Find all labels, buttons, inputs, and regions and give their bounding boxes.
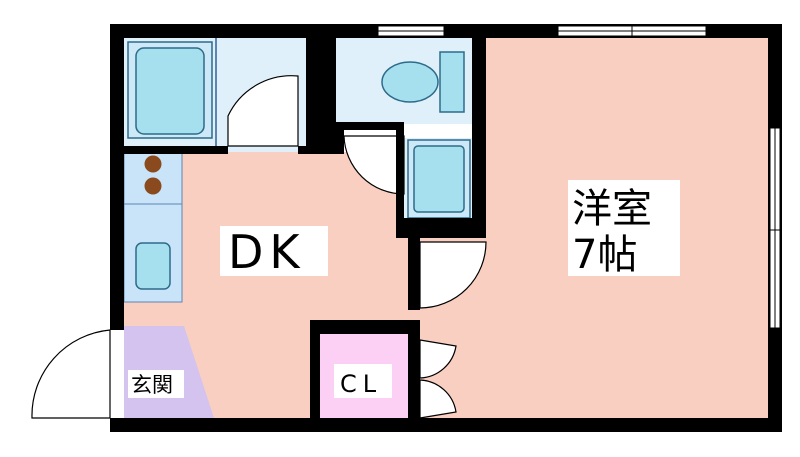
western-room-label: 洋室 (572, 186, 652, 232)
closet-label-bg (334, 364, 392, 398)
wash-basin-bowl (413, 145, 465, 213)
closet-door-swing (419, 339, 457, 379)
toilet-tank-icon (439, 51, 465, 113)
western-room-label-bg (568, 180, 680, 276)
bathtub-basin (135, 47, 205, 135)
stove-burner-icon (144, 177, 162, 195)
dk-label-bg (220, 226, 328, 276)
toilet-bowl-icon (381, 61, 439, 103)
kitchen-sink-icon (135, 242, 171, 290)
entrance-door-swing (31, 329, 111, 419)
western-room-door-swing (419, 241, 487, 309)
closet-door-swing (419, 379, 457, 419)
stove-burner-icon (144, 155, 162, 173)
entrance-label-bg (128, 370, 184, 398)
western-room-size-label: 7帖 (572, 232, 637, 278)
closet-label: CL (340, 370, 382, 398)
entrance-label: 玄関 (131, 373, 173, 397)
bathroom-door-swing (227, 75, 299, 147)
dk-label: DK (228, 225, 306, 279)
